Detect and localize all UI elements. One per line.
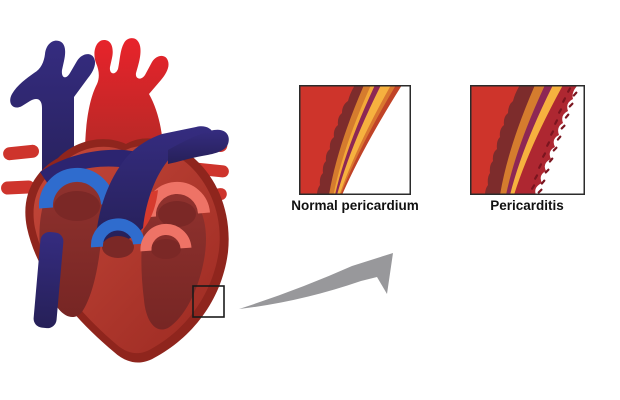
- pulmonary-valve-ring: [90, 218, 145, 248]
- layer-myocardium: [471, 86, 520, 194]
- inset-pericarditis: [470, 85, 585, 195]
- pulmonary-artery: [96, 126, 229, 244]
- inset-pericarditis-label: Pericarditis: [490, 198, 564, 213]
- pulmonary-artery-branch: [40, 149, 138, 184]
- curved-arrow-icon: [239, 253, 393, 309]
- aortic-valve-opening: [151, 239, 181, 259]
- atrium-opening-left: [54, 191, 100, 221]
- inflammation-texture: [530, 87, 578, 194]
- layer-myocardium: [300, 86, 355, 194]
- pericarditis-layers: [471, 86, 578, 194]
- pulmonary-veins-left: [1, 144, 39, 195]
- inset-normal-label: Normal pericardium: [291, 198, 419, 213]
- inferior-vena-cava: [33, 231, 64, 329]
- inset-normal-pericardium: [299, 85, 411, 195]
- atrium-opening-right: [158, 201, 196, 227]
- vena-cava-valve-ring: [38, 168, 115, 209]
- heart-illustration: [1, 38, 229, 363]
- magnified-region-marker: [192, 285, 225, 318]
- normal-pericardium-layers: [300, 86, 402, 194]
- pulmonary-valve-opening: [102, 236, 134, 258]
- aortic-valve-ring: [140, 223, 192, 252]
